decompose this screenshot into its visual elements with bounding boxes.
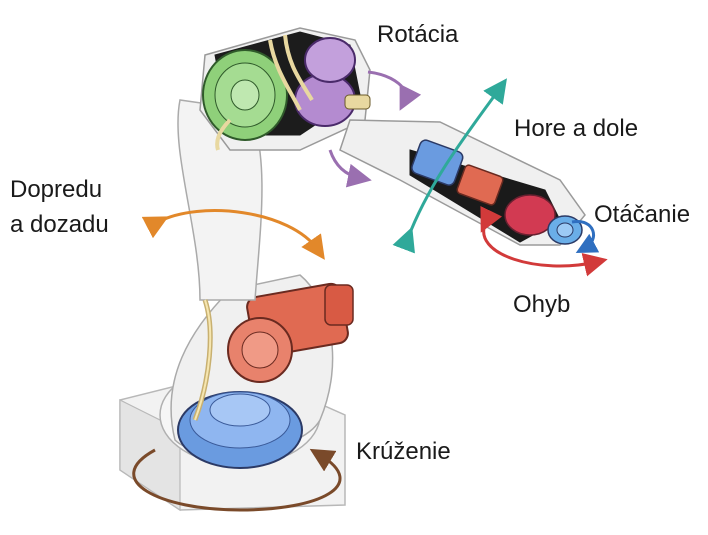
label-forward-back-line1: Dopredu bbox=[10, 175, 102, 205]
label-circling: Krúženie bbox=[356, 437, 451, 467]
base-motor-blue bbox=[178, 392, 302, 468]
label-turning: Otáčanie bbox=[594, 200, 690, 230]
label-bend: Ohyb bbox=[513, 290, 570, 320]
label-rotation: Rotácia bbox=[377, 20, 458, 50]
label-forward-back-line2: a dozadu bbox=[10, 210, 109, 240]
label-up-down: Hore a dole bbox=[514, 114, 638, 144]
